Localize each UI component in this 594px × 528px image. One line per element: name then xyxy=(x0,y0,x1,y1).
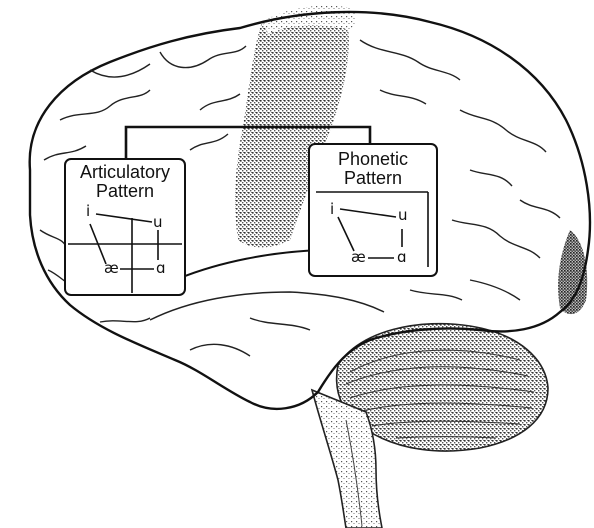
phonetic-pattern-box: Phonetic Pattern i u æ ɑ xyxy=(308,143,438,277)
phonetic-symbol-a: ɑ xyxy=(397,250,407,265)
articulatory-grid xyxy=(66,160,184,294)
articulatory-symbol-ae: æ xyxy=(104,261,119,276)
phonetic-symbol-u: u xyxy=(398,208,408,223)
articulatory-symbol-i: i xyxy=(86,204,90,219)
phonetic-diagram xyxy=(310,145,436,275)
articulatory-symbol-u: u xyxy=(153,215,163,230)
articulatory-symbol-a: ɑ xyxy=(156,261,166,276)
phonetic-symbol-ae: æ xyxy=(351,250,366,265)
phonetic-symbol-i: i xyxy=(330,202,334,217)
articulatory-pattern-box: Articulatory Pattern i u æ ɑ xyxy=(64,158,186,296)
